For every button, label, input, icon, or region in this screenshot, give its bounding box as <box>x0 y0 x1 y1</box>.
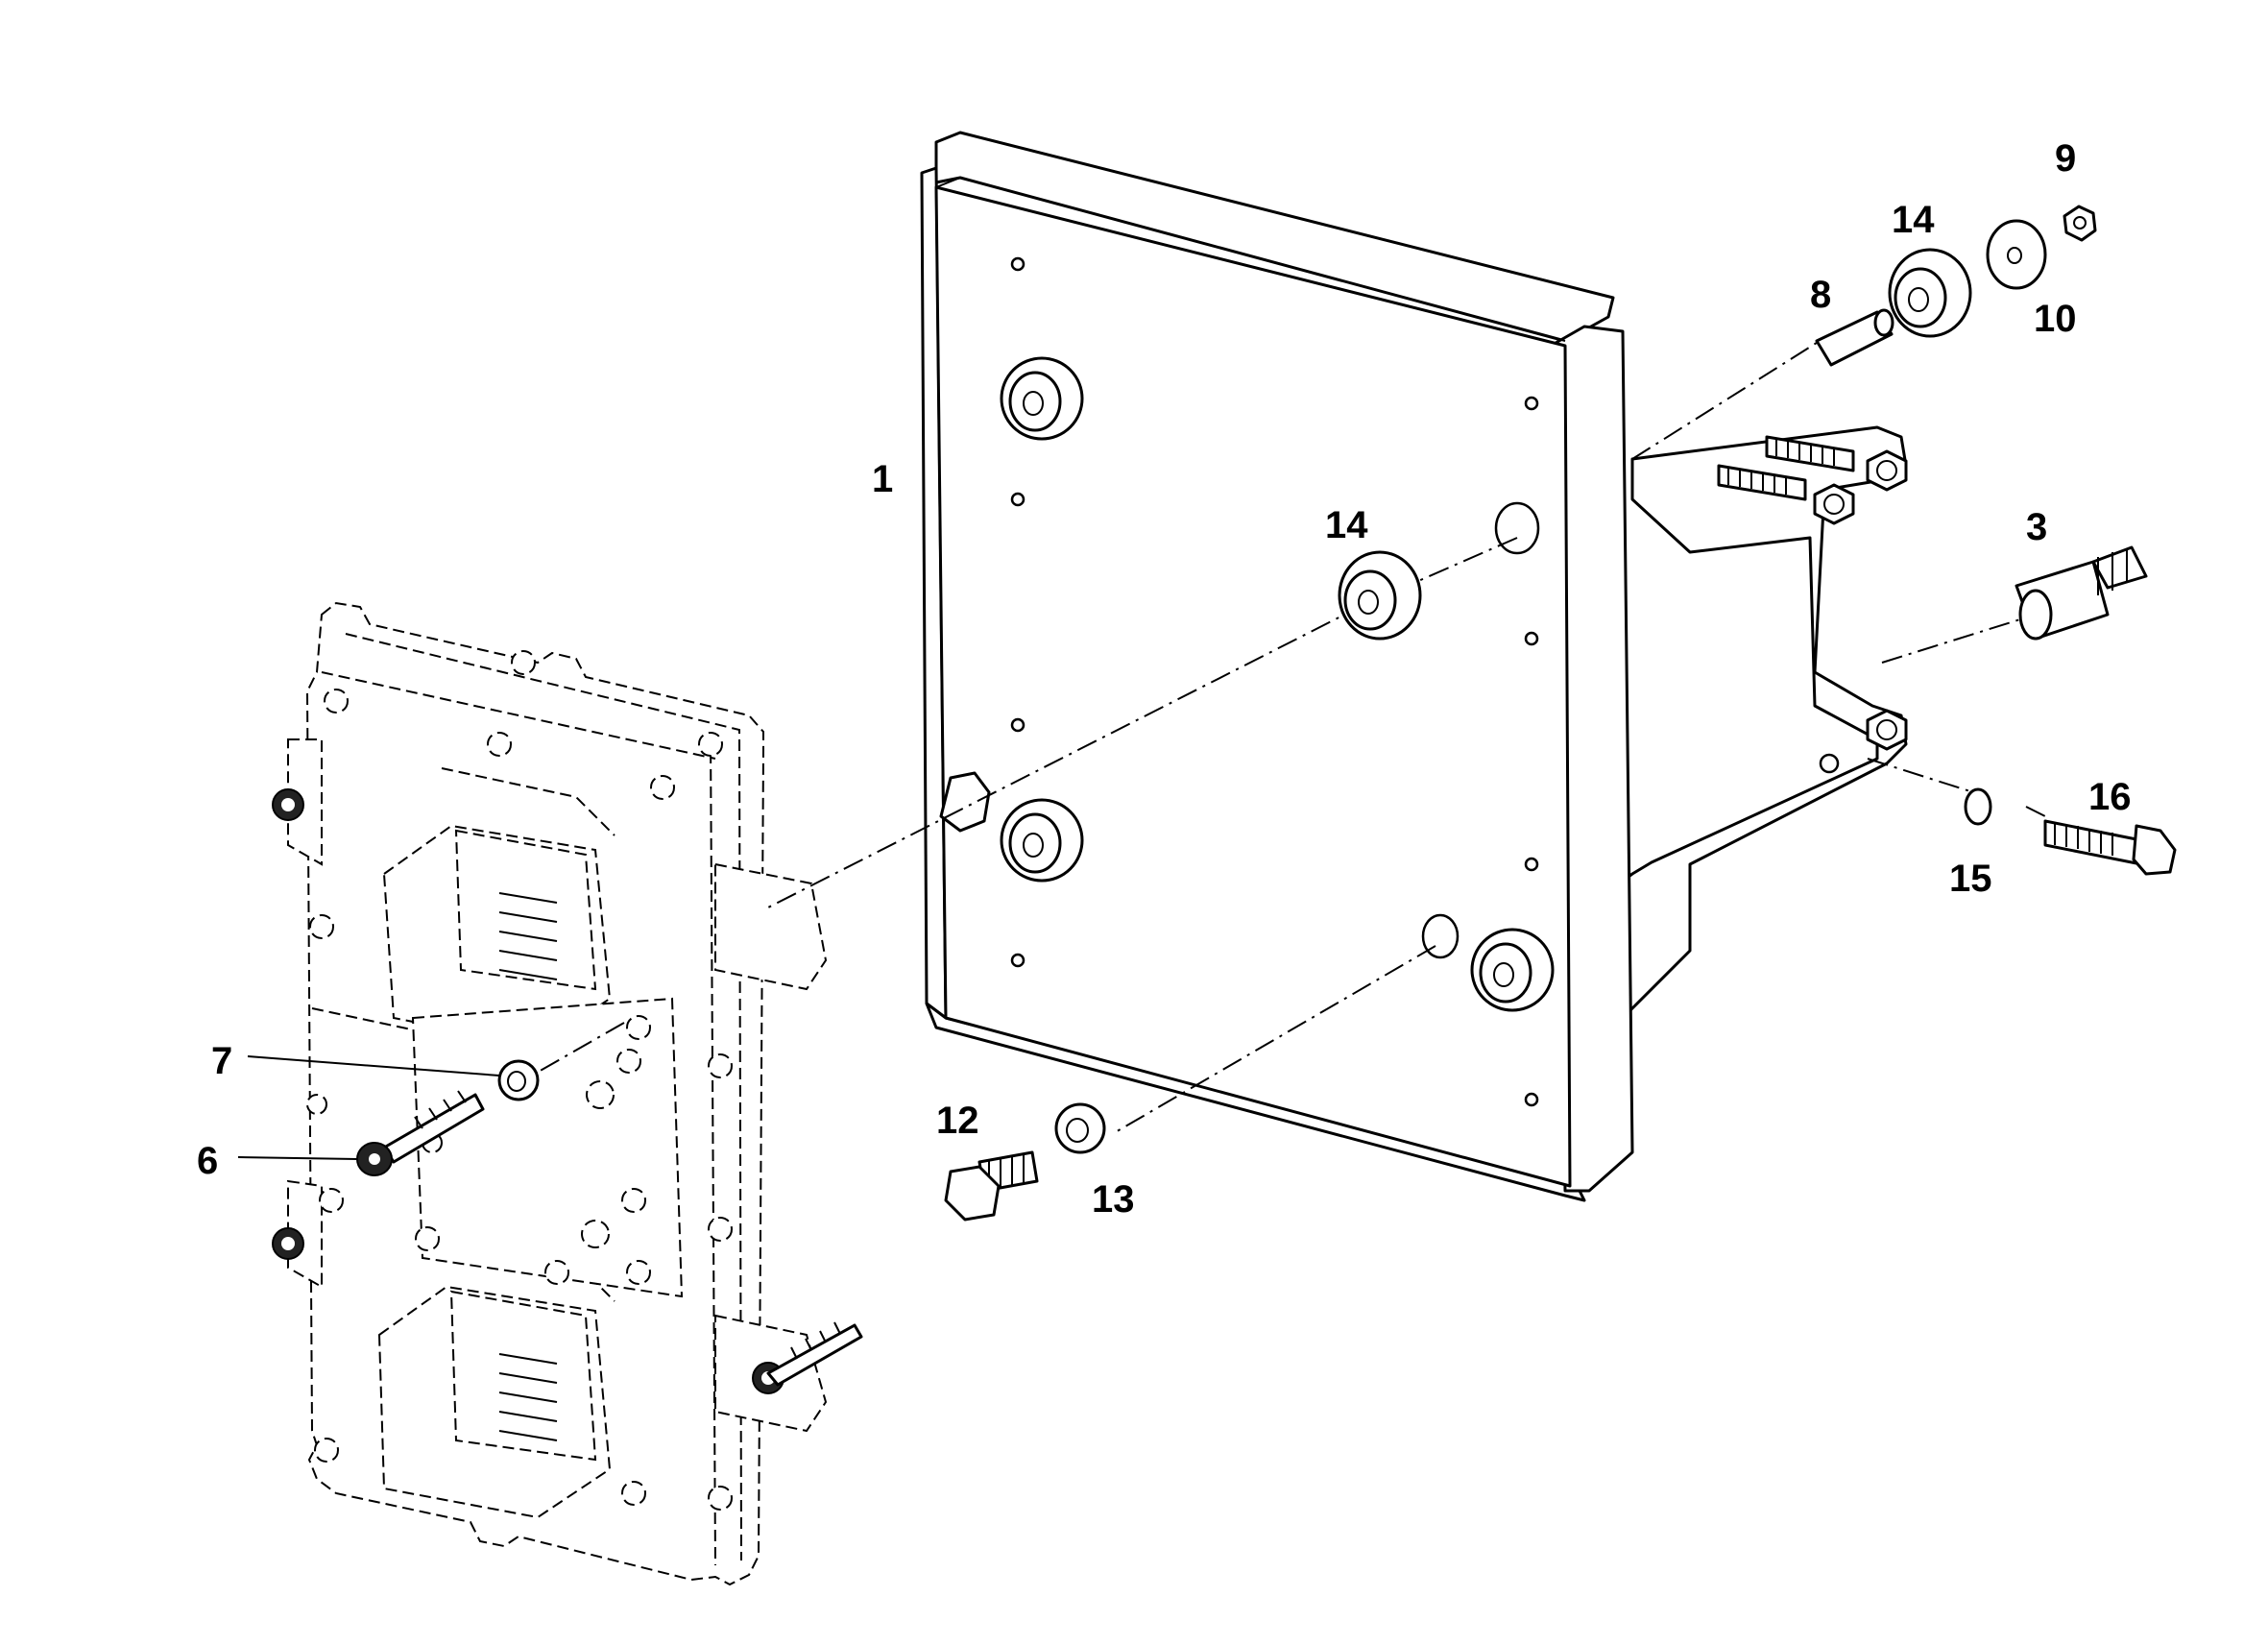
bracket-studs <box>1717 435 1855 501</box>
plate-holes <box>1010 256 1540 1107</box>
connector-pins <box>498 892 558 1441</box>
callout-10: 10 <box>2034 298 2077 340</box>
part-6-screw <box>356 1090 485 1176</box>
callout-14-upper: 14 <box>1892 199 1935 241</box>
callout-1: 1 <box>872 458 893 500</box>
callout-16: 16 <box>2088 776 2132 818</box>
ecu-module-ghost <box>272 601 863 1586</box>
part-9-nut <box>2063 205 2097 242</box>
callout-9: 9 <box>2055 137 2076 180</box>
part-14-rubber-mount-upper <box>1888 248 1972 338</box>
plate-rubber-mounts <box>1000 356 1555 1012</box>
ecu-bosses <box>306 650 733 1511</box>
callout-labels: 1 3 6 7 8 9 10 12 13 14 14 15 16 <box>197 137 2132 1221</box>
callout-15: 15 <box>1949 858 1992 900</box>
callout-14-center: 14 <box>1325 504 1368 546</box>
part-7-washer <box>497 1059 540 1101</box>
part-12-bolt <box>944 1150 1039 1222</box>
mounting-bracket <box>1592 425 1908 1020</box>
assembly-lines <box>522 340 2046 1134</box>
callout-8: 8 <box>1810 274 1831 316</box>
callout-3: 3 <box>2026 506 2047 548</box>
callout-7: 7 <box>211 1040 232 1082</box>
part-16-bolt <box>2043 819 2177 876</box>
part-14-rubber-mount-center <box>1338 550 1422 641</box>
callout-12: 12 <box>936 1100 979 1142</box>
part-8-spacer <box>1815 308 1894 367</box>
leader-7 <box>247 1055 500 1077</box>
bracket-nuts <box>1813 449 1908 751</box>
callout-6: 6 <box>197 1140 218 1182</box>
main-plate <box>920 131 1634 1202</box>
part-13-washer <box>1054 1102 1106 1154</box>
plate-nut <box>939 771 991 833</box>
callout-13: 13 <box>1092 1178 1135 1221</box>
leader-6 <box>237 1156 358 1160</box>
part-10-washer <box>1986 219 2047 290</box>
part-3-standoff <box>2015 545 2148 641</box>
part-15-washer <box>1964 787 1992 826</box>
ecu-mounting-nuts <box>272 788 863 1394</box>
